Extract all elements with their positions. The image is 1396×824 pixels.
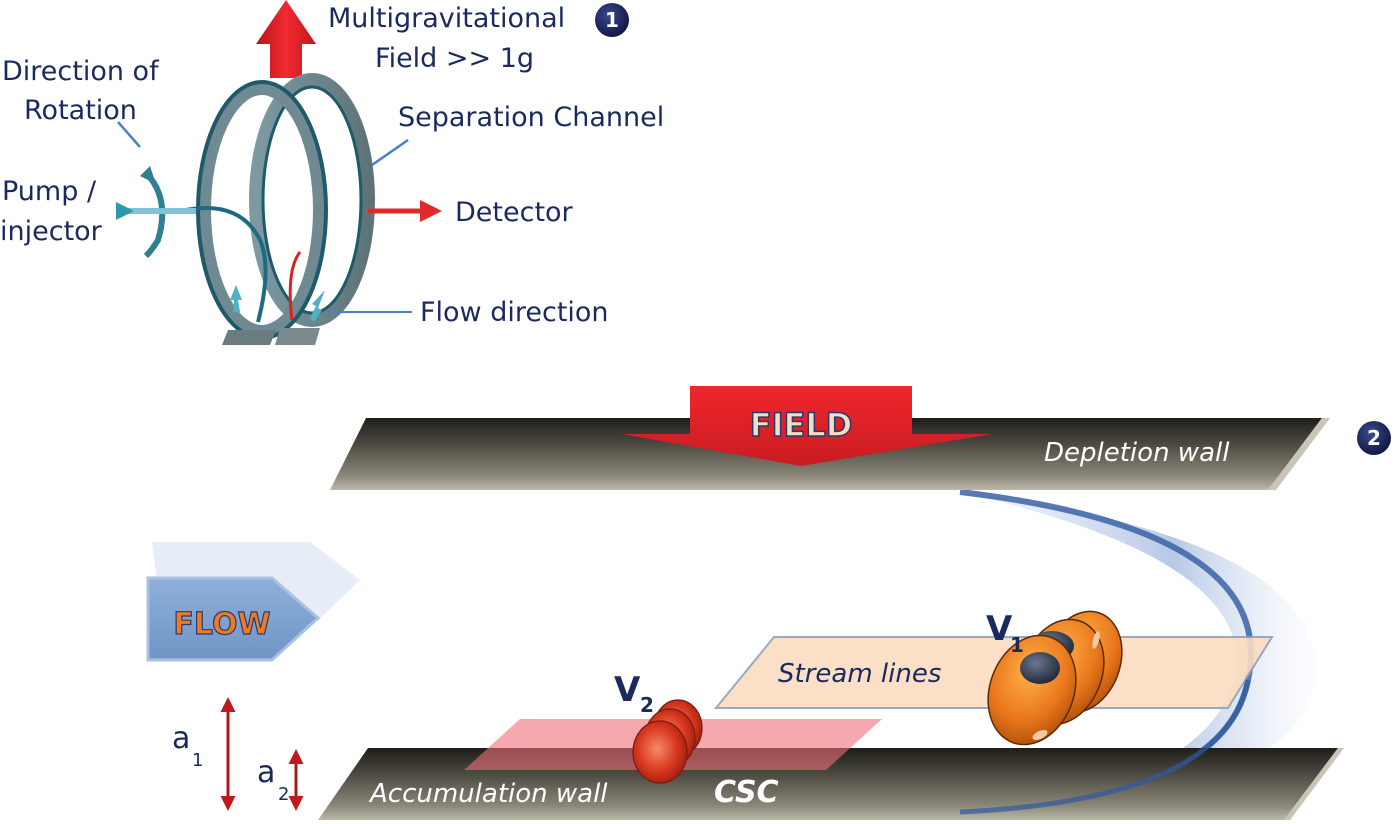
panel-2-channel: Depletion wall FIELD 2 FLOW Accumulation…: [146, 386, 1391, 820]
rotation-arrow-icon: [140, 166, 166, 259]
rotation-leader-line: [117, 121, 141, 148]
field-up-arrow-icon: [256, 0, 316, 78]
panel-1-centrifuge: Multigravitational Field >> 1g Direction…: [0, 0, 664, 345]
badge-2: 2: [1357, 421, 1391, 455]
field-arrow-label: FIELD: [750, 406, 853, 444]
pump-label-line2: injector: [0, 216, 103, 247]
field-label-line2: Field >> 1g: [375, 43, 534, 74]
flow-direction-label: Flow direction: [420, 297, 609, 328]
badge-1: 1: [595, 3, 629, 37]
v2-cell-cluster: [632, 699, 703, 784]
stream-lines-label: Stream lines: [778, 659, 941, 689]
flow-arrow-label: FLOW: [173, 607, 270, 642]
detector-label: Detector: [455, 197, 574, 228]
accumulation-wall-label: Accumulation wall: [368, 779, 608, 809]
channel-leader-line: [371, 138, 409, 167]
detector-arrow-icon: [368, 200, 442, 222]
v2-label: V: [614, 670, 641, 710]
rotation-label-line2: Rotation: [24, 95, 137, 126]
svg-text:1: 1: [605, 8, 619, 32]
separation-channel-rings: [185, 73, 375, 345]
v1-label: V: [986, 609, 1013, 649]
svg-text:2: 2: [1367, 426, 1381, 450]
v2-sub: 2: [640, 693, 654, 717]
a2-sub: 2: [278, 784, 289, 805]
v1-cell-cluster: [987, 610, 1123, 746]
injector-icon: [116, 202, 196, 220]
a1-sub: 1: [192, 750, 203, 771]
field-down-arrow: FIELD: [622, 386, 992, 466]
pump-label-line1: Pump /: [2, 176, 97, 207]
channel-label: Separation Channel: [398, 102, 664, 133]
parabola-front-edge: [959, 679, 1251, 815]
a2-label: a: [257, 755, 275, 790]
v1-sub: 1: [1010, 633, 1024, 657]
a1-label: a: [172, 721, 190, 756]
field-label-line1: Multigravitational: [328, 3, 565, 34]
rotation-label-line1: Direction of: [2, 56, 160, 87]
depletion-wall-label: Depletion wall: [1044, 438, 1230, 468]
csc-label: CSC: [714, 775, 779, 810]
flow-arrow: FLOW: [146, 542, 360, 662]
